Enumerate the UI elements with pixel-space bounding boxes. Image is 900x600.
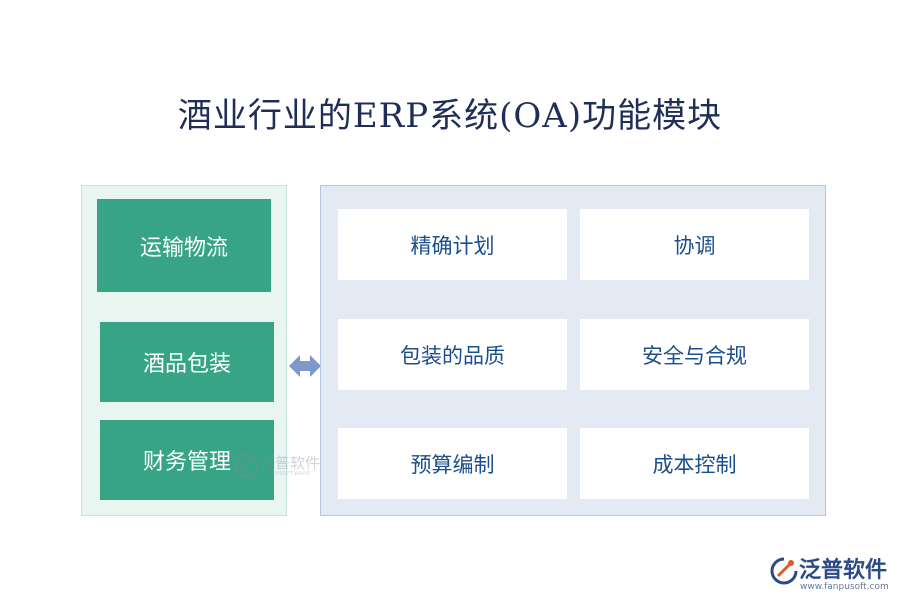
fanpu-logo-icon — [770, 557, 798, 585]
right-item-safety-compliance: 安全与合规 — [580, 319, 809, 390]
brand-logo: 泛普软件 — [769, 556, 887, 586]
brand-url: www.fanpusoft.com — [800, 582, 889, 592]
right-item-budgeting: 预算编制 — [338, 428, 567, 499]
diagram-title: 酒业行业的ERP系统(OA)功能模块 — [177, 96, 723, 136]
watermark-text: 泛普软件 — [260, 453, 321, 472]
brand-logo-text: 泛普软件 — [799, 558, 888, 583]
double-arrow-icon — [289, 355, 321, 377]
right-item-coordination: 协调 — [580, 209, 809, 280]
watermark-subtext: FANPUSOFTWARE — [260, 470, 311, 477]
left-item-transport: 运输物流 — [97, 199, 271, 292]
left-panel: 运输物流 酒品包装 财务管理 — [81, 185, 287, 516]
watermark-logo-icon — [233, 453, 259, 479]
left-item-finance: 财务管理 — [100, 420, 274, 500]
right-panel: 精确计划 协调 包装的品质 安全与合规 预算编制 成本控制 — [320, 185, 826, 516]
left-item-packaging: 酒品包装 — [100, 322, 274, 402]
right-item-packaging-quality: 包装的品质 — [338, 319, 567, 390]
watermark: 泛普软件 FANPUSOFTWARE — [232, 452, 320, 480]
right-item-precise-planning: 精确计划 — [338, 209, 567, 280]
right-item-cost-control: 成本控制 — [580, 428, 809, 499]
